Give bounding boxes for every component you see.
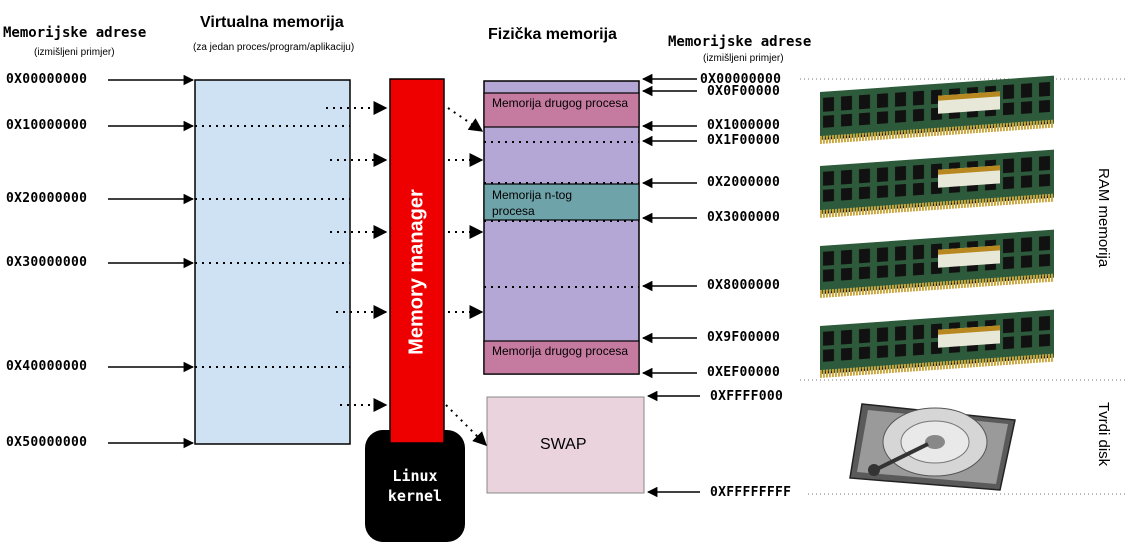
swap-label: SWAP — [540, 436, 587, 453]
physical-address-label: 0X3000000 — [707, 210, 781, 225]
virtual-address-label: 0X30000000 — [6, 255, 88, 270]
ram-module-4 — [820, 309, 1054, 378]
virtual-address-label: 0X50000000 — [6, 435, 88, 450]
physical-address-label: 0X2000000 — [707, 175, 781, 190]
physical-region-other-process-1 — [483, 92, 640, 128]
region-label-other-process-2: Memorija drugog procesa — [492, 344, 629, 358]
physical-address-label: 0X00000000 — [700, 72, 782, 87]
physical-region-other-process-2 — [483, 340, 640, 375]
physical-address-label: 0XFFFF000 — [710, 389, 784, 404]
physical-memory-title: Fizička memorija — [488, 26, 617, 43]
ram-module-2 — [820, 149, 1054, 218]
right-addresses-title: Memorijske adrese — [668, 34, 812, 50]
left-addresses-subtitle: (izmišljeni primjer) — [34, 47, 115, 58]
ram-module-images — [820, 75, 1054, 378]
ram-module-1 — [820, 75, 1054, 144]
mapping-arrows — [326, 101, 487, 446]
region-label-nth-process: Memorija n-tog procesa — [492, 188, 573, 218]
physical-address-label: 0XEF00000 — [707, 365, 781, 380]
region-label-other-process-1: Memorija drugog procesa — [492, 96, 629, 110]
kernel-line-2: kernel — [387, 487, 443, 505]
physical-dotted-lines — [484, 141, 639, 288]
kernel-line-1: Linux — [392, 467, 438, 485]
virtual-address-label: 0X00000000 — [6, 72, 88, 87]
memory-manager-label: Memory manager — [405, 189, 428, 355]
virtual-address-arrows — [108, 74, 195, 449]
physical-address-label: 0X1F00000 — [707, 133, 781, 148]
virtual-memory-subtitle: (za jedan proces/program/aplikaciju) — [193, 42, 355, 53]
physical-address-label: 0XFFFFFFFF — [710, 485, 792, 500]
physical-address-arrows — [641, 73, 700, 498]
hard-disk-image — [849, 403, 1016, 491]
ram-module-3 — [820, 229, 1054, 298]
right-separator-lines — [800, 78, 1125, 495]
memory-manager-bar — [389, 78, 445, 444]
linux-kernel-label: Linux kernel — [365, 466, 465, 506]
physical-address-label: 0X9F00000 — [707, 330, 781, 345]
left-addresses-title: Memorijske adrese — [3, 25, 147, 41]
virtual-memory-title: Virtualna memorija — [200, 14, 344, 31]
physical-address-label: 0X8000000 — [707, 278, 781, 293]
swap-block — [486, 396, 645, 494]
ram-memory-side-label: RAM memorija — [1095, 168, 1112, 268]
hard-disk-side-label: Tvrdi disk — [1095, 402, 1112, 467]
physical-address-label: 0X0F00000 — [707, 84, 781, 99]
virtual-address-label: 0X40000000 — [6, 359, 88, 374]
virtual-address-label: 0X10000000 — [6, 118, 88, 133]
right-addresses-subtitle: (izmišljeni primjer) — [703, 53, 784, 64]
virtual-address-label: 0X20000000 — [6, 191, 88, 206]
linux-kernel-block — [365, 430, 465, 542]
physical-address-label: 0X1000000 — [707, 118, 781, 133]
virtual-dotted-lines — [195, 125, 350, 368]
